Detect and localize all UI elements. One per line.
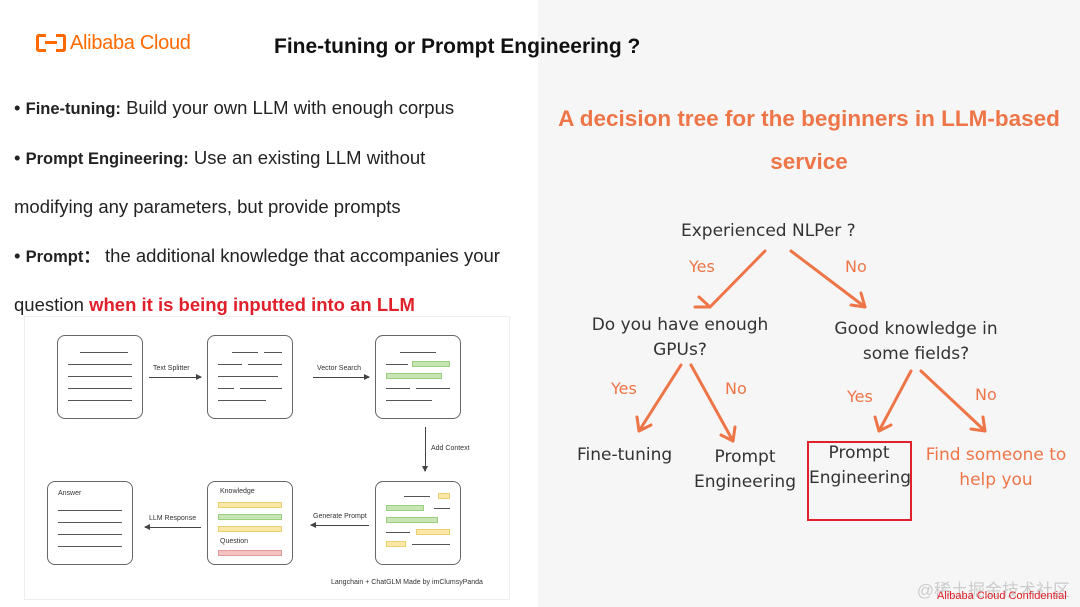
- arrow: [310, 522, 369, 528]
- decision-tree-arrows: [635, 249, 987, 443]
- bullet-separator: ：: [83, 247, 100, 266]
- bullet-prompt: • Prompt： the additional knowledge that …: [14, 244, 500, 266]
- slide-title: Fine-tuning or Prompt Engineering ?: [274, 35, 641, 58]
- label-add-context: Add Context: [431, 445, 470, 452]
- leaf-fine-tuning: Fine-tuning: [577, 445, 673, 465]
- branch-no: No: [975, 385, 997, 404]
- arrow-root-yes: [708, 249, 767, 309]
- search-results: [375, 335, 461, 419]
- alibaba-cloud-logo-icon: [36, 33, 66, 53]
- knowledge-question: Good knowledge in some fields?: [834, 319, 998, 364]
- leaf-prompt-engineering-highlighted: Prompt Engineering: [809, 443, 911, 488]
- label-knowledge: Knowledge: [220, 488, 255, 495]
- decision-tree-title: A decision tree for the beginners in LLM…: [558, 106, 1060, 174]
- arrowhead: [873, 415, 893, 433]
- bullet-term: Prompt: [25, 247, 84, 266]
- context-chunk: [438, 493, 450, 499]
- arrowhead: [693, 295, 712, 309]
- knowledge-block: [218, 502, 282, 508]
- bullet-text: question: [14, 294, 90, 315]
- branch-yes: Yes: [611, 379, 637, 398]
- alibaba-cloud-logo: Alibaba Cloud: [36, 31, 191, 55]
- bullet-text: the additional knowledge that accompanie…: [99, 244, 500, 266]
- arrowhead: [969, 415, 987, 433]
- question-block: [218, 550, 282, 556]
- knowledge-block: [218, 526, 282, 532]
- arrowhead: [849, 291, 867, 309]
- arrow-gpus-yes: [637, 363, 683, 433]
- split-document: [207, 335, 293, 419]
- arrow: [422, 427, 428, 472]
- decision-tree: Experienced NLPer ? Yes No Do you have e…: [575, 205, 1075, 521]
- gpus-question: Do you have enough GPUs?: [591, 315, 769, 360]
- branch-no: No: [725, 379, 747, 398]
- bullet-term: Prompt Engineering:: [25, 149, 189, 168]
- rag-flow-diagram: Text Splitter Vector Search Add Context …: [24, 316, 510, 600]
- branch-no: No: [845, 257, 867, 276]
- bullet-prompt-engineering: • Prompt Engineering: Use an existing LL…: [14, 146, 426, 168]
- bullet-finetuning: • Fine-tuning: Build your own LLM with e…: [14, 97, 455, 118]
- right-panel: [538, 0, 1080, 607]
- arrowhead: [719, 425, 737, 443]
- matched-chunk: [386, 373, 442, 379]
- arrow: [144, 524, 201, 530]
- context-chunk: [416, 529, 450, 535]
- source-document: [57, 335, 143, 419]
- leaf-prompt-engineering: Prompt Engineering: [694, 447, 796, 492]
- label-vector-search: Vector Search: [317, 365, 361, 372]
- context-chunk: [386, 541, 406, 547]
- arrow: [313, 374, 370, 380]
- bullet-list: • Fine-tuning: Build your own LLM with e…: [14, 84, 544, 330]
- label-question: Question: [220, 538, 249, 545]
- context-chunk: [386, 517, 438, 523]
- arrow-gpus-no: [689, 363, 735, 443]
- bullet-continuation: modifying any parameters, but provide pr…: [14, 196, 401, 217]
- arrow-root-no: [789, 249, 867, 309]
- label-answer: Answer: [58, 490, 82, 497]
- highlight-box: [807, 441, 912, 521]
- logo-text: Alibaba Cloud: [70, 31, 191, 54]
- context-document: [375, 481, 461, 565]
- knowledge-block: [218, 514, 282, 520]
- matched-chunk: [412, 361, 450, 367]
- arrow-knowledge-no: [919, 369, 987, 433]
- watermark: @稀土掘金技术社区: [916, 581, 1070, 600]
- highlighted-text: when it is being inputted into an LLM: [89, 294, 415, 315]
- branch-yes: Yes: [689, 257, 715, 276]
- root-question: Experienced NLPer ?: [681, 221, 856, 241]
- confidential-label: Alibaba Cloud Confidential: [937, 590, 1067, 602]
- branch-yes: Yes: [847, 387, 873, 406]
- arrow: [149, 374, 202, 380]
- label-generate-prompt: Generate Prompt: [313, 513, 367, 520]
- context-chunk: [386, 505, 424, 511]
- arrow-knowledge-yes: [877, 369, 913, 433]
- answer-document: Answer: [47, 481, 133, 565]
- label-llm-response: LLM Response: [149, 515, 197, 522]
- bullet-term: Fine-tuning:: [25, 100, 121, 118]
- label-text-splitter: Text Splitter: [153, 365, 190, 372]
- bullet-continuation: question when it is being inputted into …: [14, 281, 544, 330]
- bullet-text: Use an existing LLM without: [188, 146, 426, 168]
- prompt-document: Knowledge Question: [207, 481, 293, 565]
- arrowhead: [635, 415, 653, 433]
- leaf-find-someone: Find someone to help you: [925, 445, 1067, 490]
- diagram-credit: Langchain + ChatGLM Made by imClumsyPand…: [331, 579, 483, 586]
- bullet-text: Build your own LLM with enough corpus: [120, 97, 455, 118]
